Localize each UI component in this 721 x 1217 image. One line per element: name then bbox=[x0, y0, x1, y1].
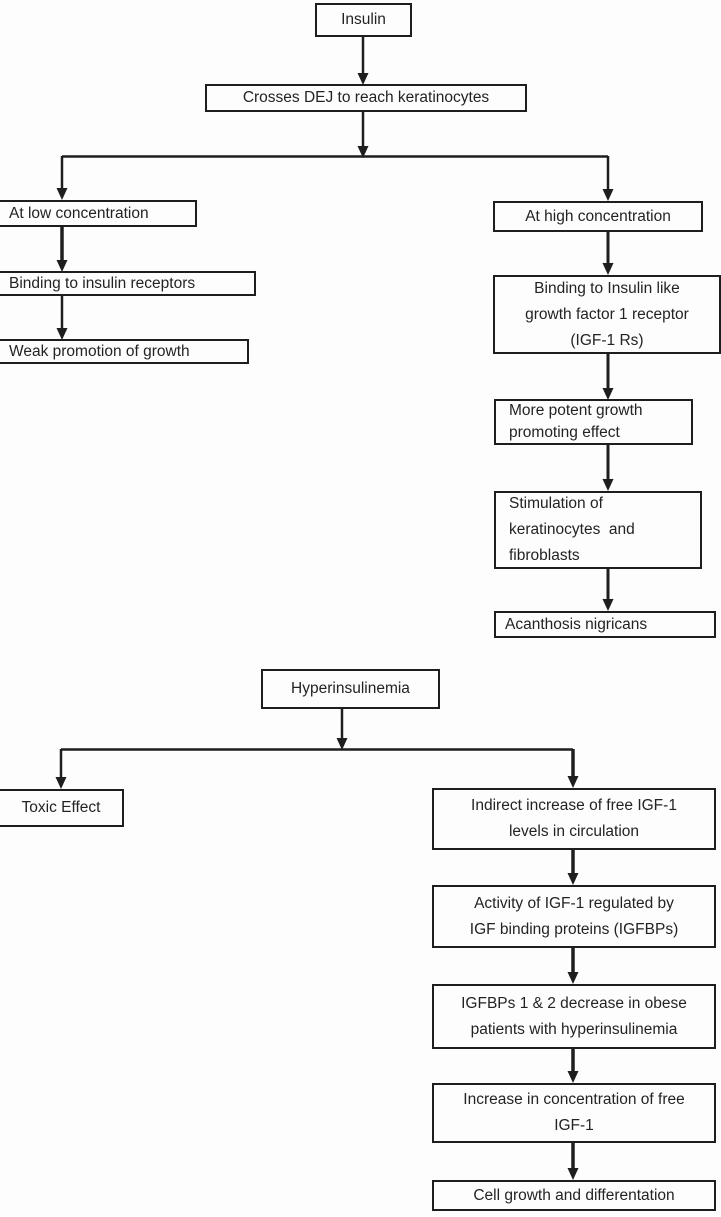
node-insulin: Insulin bbox=[315, 3, 412, 37]
node-indirect-increase-igf1: Indirect increase of free IGF-1 levels i… bbox=[432, 788, 716, 850]
node-binding-igf1-receptor: Binding to Insulin like growth factor 1 … bbox=[493, 275, 721, 354]
node-increase-free-igf1: Increase in concentration of free IGF-1 bbox=[432, 1083, 716, 1143]
node-binding-insulin-receptors: Binding to insulin receptors bbox=[0, 271, 256, 296]
node-more-potent-growth: More potent growth promoting effect bbox=[494, 399, 693, 445]
node-cell-growth-differentation: Cell growth and differentation bbox=[432, 1180, 716, 1211]
node-at-high-concentration: At high concentration bbox=[493, 201, 703, 232]
node-weak-promotion-of-growth: Weak promotion of growth bbox=[0, 339, 249, 364]
node-at-low-concentration: At low concentration bbox=[0, 200, 197, 227]
node-acanthosis-nigricans: Acanthosis nigricans bbox=[494, 611, 716, 638]
node-hyperinsulinemia: Hyperinsulinemia bbox=[261, 669, 440, 709]
node-stimulation-keratinocytes-fibroblasts: Stimulation of keratinocytes and fibrobl… bbox=[494, 491, 702, 569]
node-activity-igf1-regulated: Activity of IGF-1 regulated by IGF bindi… bbox=[432, 885, 716, 948]
node-igfbps-decrease: IGFBPs 1 & 2 decrease in obese patients … bbox=[432, 984, 716, 1049]
node-crosses-dej: Crosses DEJ to reach keratinocytes bbox=[205, 84, 527, 112]
node-toxic-effect: Toxic Effect bbox=[0, 789, 124, 827]
